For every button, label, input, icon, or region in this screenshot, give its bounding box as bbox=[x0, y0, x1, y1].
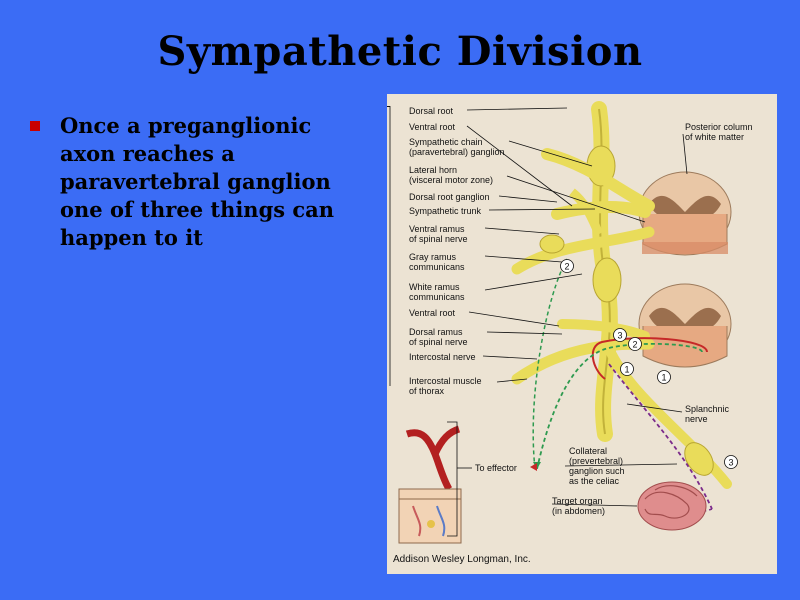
label-white-ramus: White ramus bbox=[409, 282, 460, 292]
label-splanchnic-sub: nerve bbox=[685, 414, 708, 424]
label-in-abdomen: (in abdomen) bbox=[552, 506, 605, 516]
label-collateral: Collateral bbox=[569, 446, 607, 456]
label-ventral-ramus-sub: of spinal nerve bbox=[409, 234, 468, 244]
label-ventral-root-lower: Ventral root bbox=[409, 308, 456, 318]
label-gray-ramus-sub: communicans bbox=[409, 262, 465, 272]
slide-title: Sympathetic Division bbox=[0, 28, 800, 75]
label-intercostal-muscle-sub: of thorax bbox=[409, 386, 445, 396]
label-dorsal-ramus-sub: of spinal nerve bbox=[409, 337, 468, 347]
effector-vessel-skin bbox=[399, 429, 461, 543]
left-labels: Dorsal root Ventral root Sympathetic cha… bbox=[387, 106, 505, 396]
bullet-line: Once a preganglionic bbox=[60, 112, 370, 140]
label-gray-ramus: Gray ramus bbox=[409, 252, 457, 262]
sympathetic-pathway-diagram: 2 3 2 1 1 3 Dorsal root Ventral root Sym… bbox=[387, 94, 777, 574]
pathway-number-3-upper: 3 bbox=[617, 331, 622, 341]
label-sympathetic-trunk: Sympathetic trunk bbox=[409, 206, 482, 216]
label-ventral-ramus: Ventral ramus bbox=[409, 224, 465, 234]
label-paravertebral-ganglion: (paravertebral) ganglion bbox=[409, 147, 505, 157]
label-dorsal-root: Dorsal root bbox=[409, 106, 454, 116]
spinal-cord-upper bbox=[639, 172, 731, 255]
diagram-canvas: 2 3 2 1 1 3 Dorsal root Ventral root Sym… bbox=[387, 94, 777, 574]
bullet-square-icon bbox=[30, 121, 40, 131]
pathway-number-3-lower: 3 bbox=[728, 458, 733, 468]
bullet-line: happen to it bbox=[60, 224, 370, 252]
bullet-line: paravertebral ganglion bbox=[60, 168, 370, 196]
label-prevertebral: (prevertebral) bbox=[569, 456, 623, 466]
label-sympathetic-chain: Sympathetic chain bbox=[409, 137, 483, 147]
label-dorsal-root-ganglion: Dorsal root ganglion bbox=[409, 192, 490, 202]
pathway-number-1-right: 1 bbox=[661, 373, 666, 383]
label-intercostal-muscle: Intercostal muscle bbox=[409, 376, 482, 386]
pathway-number-2-lower: 2 bbox=[632, 340, 637, 350]
bullet-line: one of three things can bbox=[60, 196, 370, 224]
label-visceral-motor-zone: (visceral motor zone) bbox=[409, 175, 493, 185]
label-intercostal-nerve: Intercostal nerve bbox=[409, 352, 476, 362]
pathway-number-1-left: 1 bbox=[624, 365, 629, 375]
upper-spinal-nerve bbox=[517, 154, 649, 269]
label-posterior-column-sub: of white matter bbox=[685, 132, 744, 142]
label-posterior-column: Posterior column bbox=[685, 122, 753, 132]
target-organ-intestine bbox=[638, 482, 706, 530]
copyright-credit: Addison Wesley Longman, Inc. bbox=[393, 554, 531, 565]
label-as-the-celiac: as the celiac bbox=[569, 476, 620, 486]
label-white-ramus-sub: communicans bbox=[409, 292, 465, 302]
bullet-line: axon reaches a bbox=[60, 140, 370, 168]
label-ventral-root: Ventral root bbox=[409, 122, 456, 132]
label-splanchnic: Splanchnic bbox=[685, 404, 730, 414]
effector-arrows bbox=[530, 462, 541, 471]
bullet-text: Once a preganglionic axon reaches a para… bbox=[60, 112, 370, 252]
label-target-organ: Target organ bbox=[552, 496, 603, 506]
sympathetic-chain bbox=[587, 109, 621, 434]
spinal-cord-lower bbox=[639, 284, 731, 367]
label-lateral-horn: Lateral horn bbox=[409, 165, 457, 175]
label-ganglion-such: ganglion such bbox=[569, 466, 625, 476]
pathway-number-2-upper: 2 bbox=[564, 262, 569, 272]
label-to-effector: To effector bbox=[475, 463, 517, 473]
label-dorsal-ramus: Dorsal ramus bbox=[409, 327, 463, 337]
